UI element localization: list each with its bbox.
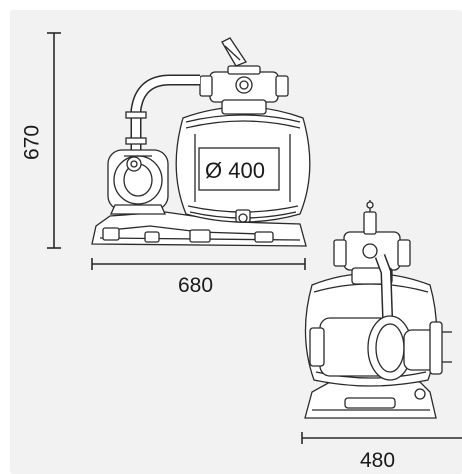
- height-label: 670: [20, 124, 44, 161]
- side-width-label: 480: [360, 449, 396, 472]
- side-view-filter: [304, 200, 452, 419]
- front-view-filter: [91, 37, 311, 247]
- side-width-dimension-line: [301, 432, 462, 444]
- front-width-dimension-line: [91, 258, 306, 270]
- front-width-label: 680: [178, 274, 214, 297]
- tank-diameter-label: Ø 400: [205, 158, 265, 183]
- height-dimension-line: [47, 32, 61, 249]
